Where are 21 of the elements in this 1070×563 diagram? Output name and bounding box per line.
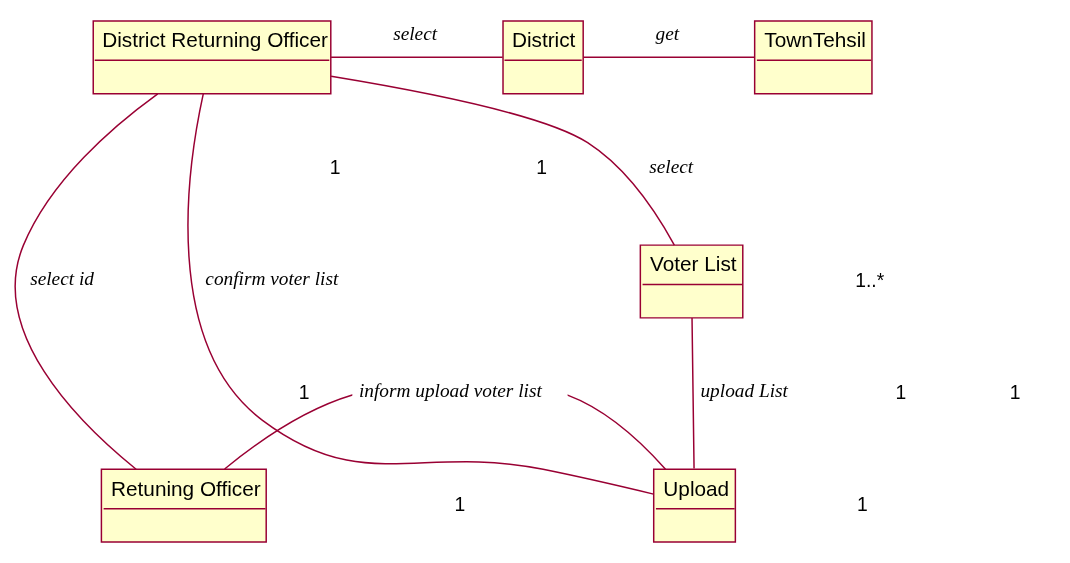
connector — [187, 93, 655, 495]
label: 1 — [536, 157, 547, 179]
label: 1 — [454, 493, 466, 515]
connector — [582, 56, 756, 59]
edge-label: select — [393, 23, 438, 45]
edge-label: select — [649, 155, 694, 177]
connector — [330, 75, 676, 246]
connector — [691, 317, 695, 470]
label: 1 — [1009, 381, 1021, 403]
label: 1 — [856, 493, 868, 515]
connector — [330, 56, 504, 59]
connector — [14, 93, 159, 470]
edge-label: upload List — [700, 380, 788, 402]
edge-label: select id — [30, 268, 94, 290]
label: 1 — [298, 381, 310, 403]
label: 1..* — [855, 269, 885, 291]
edge-label: inform upload voter list — [359, 380, 542, 402]
label: 1 — [329, 157, 341, 179]
label: 1 — [895, 381, 907, 403]
edge-label: confirm voter list — [205, 268, 339, 290]
edge-label: get — [655, 23, 680, 45]
